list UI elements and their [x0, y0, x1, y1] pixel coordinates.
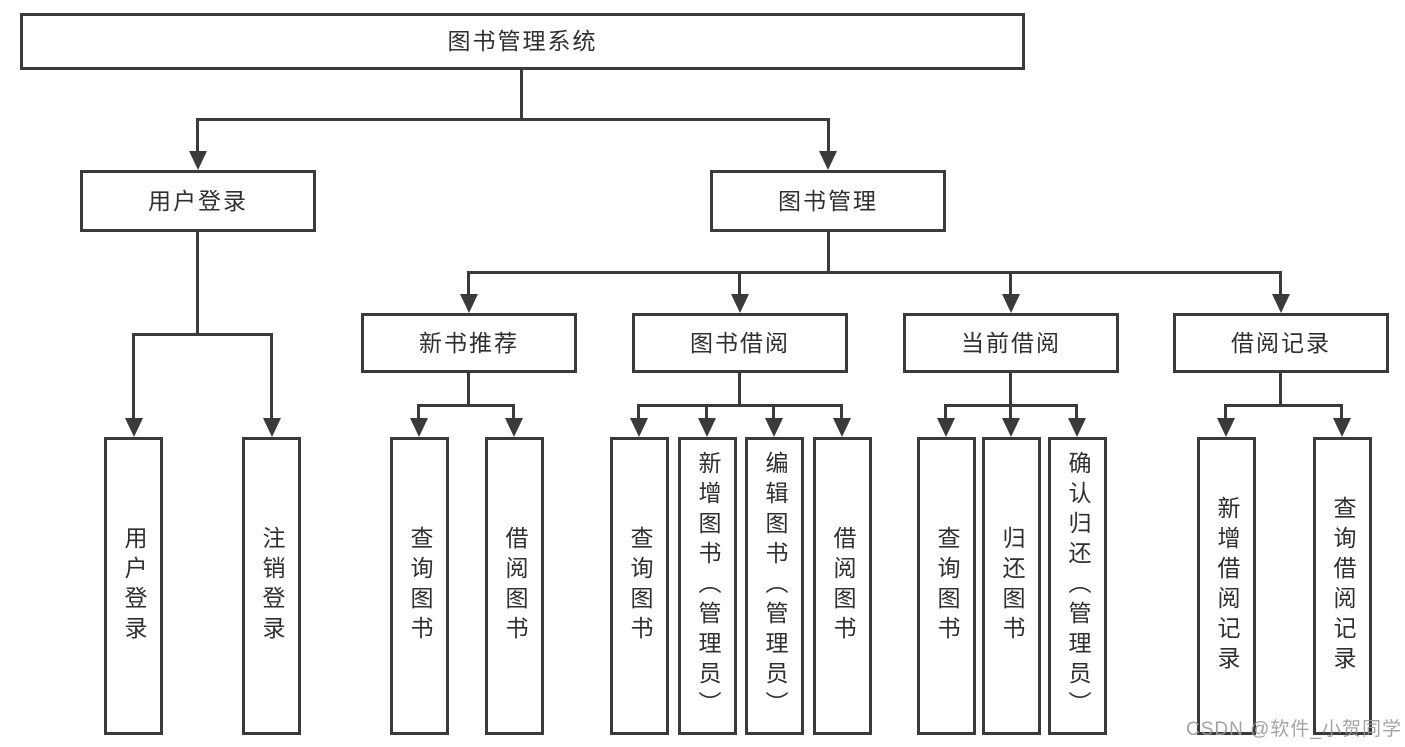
- connector-user-login-trunk: [196, 232, 199, 336]
- leaf-label: 新增借阅记录: [1214, 496, 1240, 676]
- connector-level3-bar: [467, 271, 1282, 274]
- arrowhead-down-icon: [698, 418, 716, 437]
- node-label: 图书借阅: [690, 329, 790, 356]
- connector-leaf-drop: [637, 404, 640, 421]
- arrowhead-down-icon: [505, 418, 523, 437]
- leaf-query-books: 查询图书: [610, 437, 669, 735]
- connector-leaf-drop: [705, 404, 708, 421]
- node-book-borrow: 图书借阅: [632, 313, 848, 373]
- leaf-query-books: 查询图书: [390, 437, 449, 735]
- leaf-edit-books-admin: 编辑图书（管理员）: [745, 437, 804, 735]
- connector-leaf-drop: [1224, 404, 1227, 421]
- leaf-query-books: 查询图书: [917, 437, 976, 735]
- node-user-login: 用户登录: [80, 170, 316, 232]
- connector-drop-logout-leaf: [270, 333, 273, 420]
- leaf-label: 查询图书: [407, 526, 433, 646]
- arrowhead-down-icon: [189, 151, 207, 170]
- connector-drop-login-leaf: [132, 333, 135, 420]
- arrowhead-down-icon: [937, 418, 955, 437]
- connector-cb-trunk: [1009, 373, 1012, 407]
- leaf-label: 借阅图书: [502, 526, 528, 646]
- connector-leaf-drop: [840, 404, 843, 421]
- leaf-user-login: 用户登录: [104, 437, 163, 735]
- leaf-label: 注销登录: [259, 526, 285, 646]
- connector-bb-bar: [637, 404, 843, 407]
- node-label: 图书管理系统: [447, 28, 598, 54]
- node-label: 图书管理: [778, 187, 878, 214]
- connector-leaf-drop: [1340, 404, 1343, 421]
- leaf-label: 借阅图书: [830, 526, 856, 646]
- connector-user-login-bar: [132, 333, 273, 336]
- connector-leaf-drop: [417, 404, 420, 421]
- connector-drop-book-management: [827, 118, 830, 154]
- connector-br-trunk: [1279, 373, 1282, 407]
- leaf-label: 归还图书: [999, 526, 1025, 646]
- csdn-watermark: CSDN @软件_小贺同学: [1186, 719, 1402, 740]
- leaf-label: 编辑图书（管理员）: [762, 451, 788, 721]
- arrowhead-down-icon: [1217, 418, 1235, 437]
- leaf-add-borrow-record: 新增借阅记录: [1197, 437, 1256, 735]
- connector-drop-borrow-records: [1279, 271, 1282, 297]
- node-label: 借阅记录: [1231, 329, 1331, 356]
- leaf-logout: 注销登录: [242, 437, 301, 735]
- node-label: 当前借阅: [961, 329, 1061, 356]
- connector-leaf-drop: [772, 404, 775, 421]
- arrowhead-down-icon: [1333, 418, 1351, 437]
- leaf-label: 查询图书: [934, 526, 960, 646]
- node-current-borrow: 当前借阅: [903, 313, 1119, 373]
- leaf-label: 查询借阅记录: [1330, 496, 1356, 676]
- connector-bb-trunk: [738, 373, 741, 407]
- arrowhead-down-icon: [125, 418, 143, 437]
- leaf-add-books-admin: 新增图书（管理员）: [678, 437, 737, 735]
- connector-br-bar: [1224, 404, 1343, 407]
- leaf-borrow-books: 借阅图书: [813, 437, 872, 735]
- leaf-borrow-books: 借阅图书: [485, 437, 544, 735]
- connector-book-management-trunk: [827, 232, 830, 274]
- connector-drop-new-book-recommend: [467, 271, 470, 297]
- connector-leaf-drop: [944, 404, 947, 421]
- leaf-label: 用户登录: [121, 526, 147, 646]
- leaf-label: 确认归还（管理员）: [1065, 451, 1091, 721]
- connector-drop-user-login: [196, 118, 199, 154]
- leaf-label: 新增图书（管理员）: [695, 451, 721, 721]
- connector-leaf-drop: [1075, 404, 1078, 421]
- leaf-label: 查询图书: [627, 526, 653, 646]
- arrowhead-down-icon: [1068, 418, 1086, 437]
- arrowhead-down-icon: [1272, 294, 1290, 313]
- arrowhead-down-icon: [1002, 294, 1020, 313]
- arrowhead-down-icon: [460, 294, 478, 313]
- arrowhead-down-icon: [1002, 418, 1020, 437]
- node-new-book-recommend: 新书推荐: [361, 313, 577, 373]
- connector-leaf-drop: [1009, 404, 1012, 421]
- leaf-confirm-return-admin: 确认归还（管理员）: [1048, 437, 1107, 735]
- connector-leaf-drop: [512, 404, 515, 421]
- connector-level2-bar: [196, 118, 830, 121]
- connector-root-trunk: [520, 70, 523, 120]
- leaf-return-books: 归还图书: [982, 437, 1041, 735]
- connector-nbr-bar: [417, 404, 515, 407]
- arrowhead-down-icon: [819, 151, 837, 170]
- node-label: 新书推荐: [419, 329, 519, 356]
- connector-drop-book-borrow: [738, 271, 741, 297]
- arrowhead-down-icon: [410, 418, 428, 437]
- node-library-management-system: 图书管理系统: [20, 13, 1025, 70]
- arrowhead-down-icon: [833, 418, 851, 437]
- connector-nbr-trunk: [467, 373, 470, 407]
- node-book-management: 图书管理: [710, 170, 946, 232]
- leaf-query-borrow-record: 查询借阅记录: [1313, 437, 1372, 735]
- node-borrow-records: 借阅记录: [1173, 313, 1389, 373]
- node-label: 用户登录: [148, 187, 248, 214]
- arrowhead-down-icon: [731, 294, 749, 313]
- connector-drop-current-borrow: [1009, 271, 1012, 297]
- arrowhead-down-icon: [765, 418, 783, 437]
- arrowhead-down-icon: [630, 418, 648, 437]
- arrowhead-down-icon: [263, 418, 281, 437]
